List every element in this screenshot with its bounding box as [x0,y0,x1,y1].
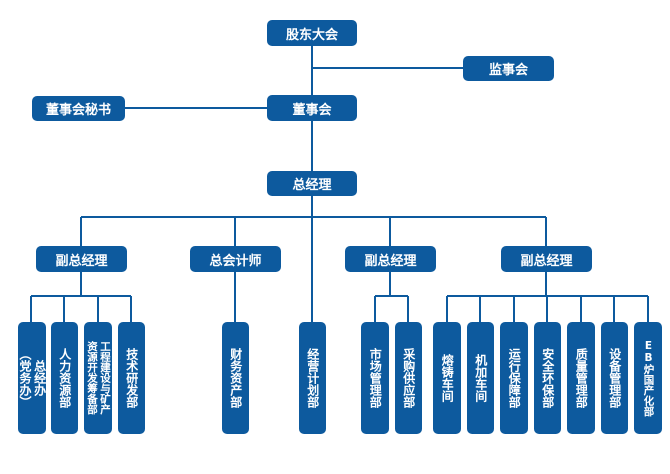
dept-eb-furnace: EB炉国产化部 [634,322,662,434]
node-shareholders: 股东大会 [267,20,357,46]
node-supervisors: 监事会 [463,56,554,81]
node-vp-2: 副总经理 [345,246,436,272]
dept-finance: 财务资产部 [222,322,249,434]
dept-label: 运行保障部 [507,348,522,408]
dept-label: 技术研发部 [124,348,139,408]
node-board-secretary: 董事会秘书 [32,96,125,121]
dept-smelting: 熔铸车间 [433,322,461,434]
dept-label-sub: （党务办） [18,348,32,408]
node-vp-3: 副总经理 [501,246,592,272]
dept-equipment: 设备管理部 [601,322,628,434]
dept-gm-office: 总经办 （党务办） [18,322,47,434]
dept-machining: 机加车间 [467,322,494,434]
dept-label-sub: 资源开发筹备部 [86,341,98,415]
dept-label: 工程建设与矿产 [99,341,112,415]
dept-market: 市场管理部 [361,322,389,434]
node-vp-1: 副总经理 [36,246,127,272]
dept-quality: 质量管理部 [567,322,595,434]
dept-label: 设备管理部 [607,348,622,408]
dept-label: 机加车间 [473,354,488,402]
node-general-manager: 总经理 [267,171,357,196]
dept-label: 安全环保部 [540,348,555,408]
dept-engineering: 工程建设与矿产 资源开发筹备部 [84,322,112,434]
dept-operations: 运行保障部 [500,322,528,434]
dept-label: EB炉国产化部 [642,339,655,417]
node-chief-accountant: 总会计师 [190,246,281,272]
dept-planning: 经营计划部 [299,322,326,434]
dept-label: 采购供应部 [401,348,416,408]
dept-label: 财务资产部 [228,348,243,408]
dept-label: 熔铸车间 [440,354,455,402]
dept-tech-rd: 技术研发部 [118,322,145,434]
dept-label: 人力资源部 [57,348,72,408]
dept-safety: 安全环保部 [534,322,561,434]
dept-label: 市场管理部 [368,348,383,408]
dept-label: 总经办 [32,360,47,396]
dept-label: 质量管理部 [574,348,589,408]
dept-procurement: 采购供应部 [395,322,422,434]
node-board: 董事会 [267,95,357,121]
dept-hr: 人力资源部 [51,322,78,434]
dept-label: 经营计划部 [305,348,320,408]
